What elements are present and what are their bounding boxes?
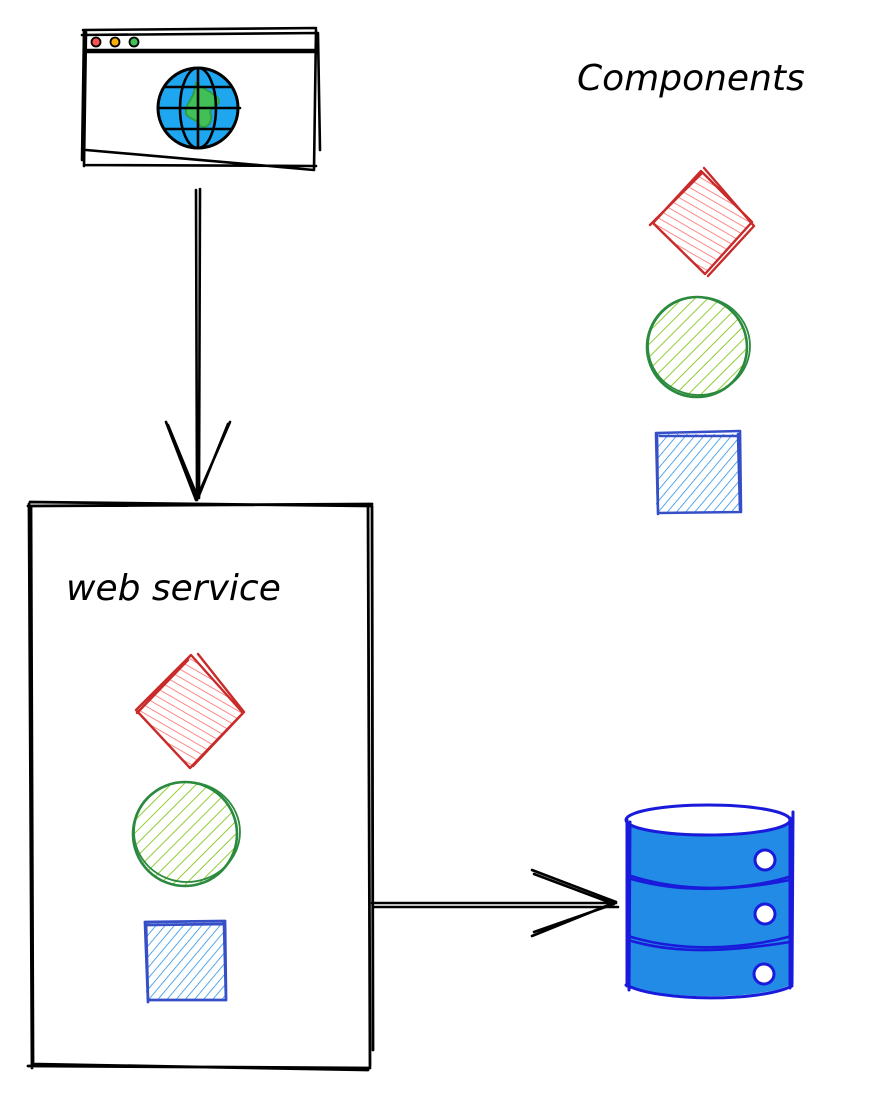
webservice-square-blue[interactable] [143, 919, 228, 1004]
legend-circle-green[interactable] [645, 295, 751, 399]
arrow-webservice-to-database [370, 868, 620, 938]
webservice-diamond-red[interactable] [134, 652, 246, 770]
window-control-dots [90, 36, 140, 48]
db-disk-indicator-3 [752, 962, 776, 986]
db-disk-indicator-1 [753, 848, 777, 872]
legend-title: Components [577, 58, 805, 99]
webservice-circle-green[interactable] [131, 780, 241, 888]
web-service-box[interactable]: web service [26, 500, 375, 1072]
legend-square-blue[interactable] [654, 429, 743, 516]
browser-window[interactable] [80, 26, 322, 172]
browser-frame [80, 26, 322, 172]
web-service-label: web service [66, 568, 281, 609]
close-dot-icon [90, 36, 102, 48]
maximize-dot-icon [128, 36, 140, 48]
db-disk-indicator-2 [753, 902, 777, 926]
components-legend: Components [577, 58, 805, 516]
globe-icon [156, 66, 242, 150]
arrow-browser-to-webservice [164, 187, 232, 502]
database-icon[interactable] [624, 803, 795, 1000]
minimize-dot-icon [109, 36, 121, 48]
browser-titlebar-divider [82, 48, 320, 54]
legend-diamond-red[interactable] [648, 166, 756, 278]
